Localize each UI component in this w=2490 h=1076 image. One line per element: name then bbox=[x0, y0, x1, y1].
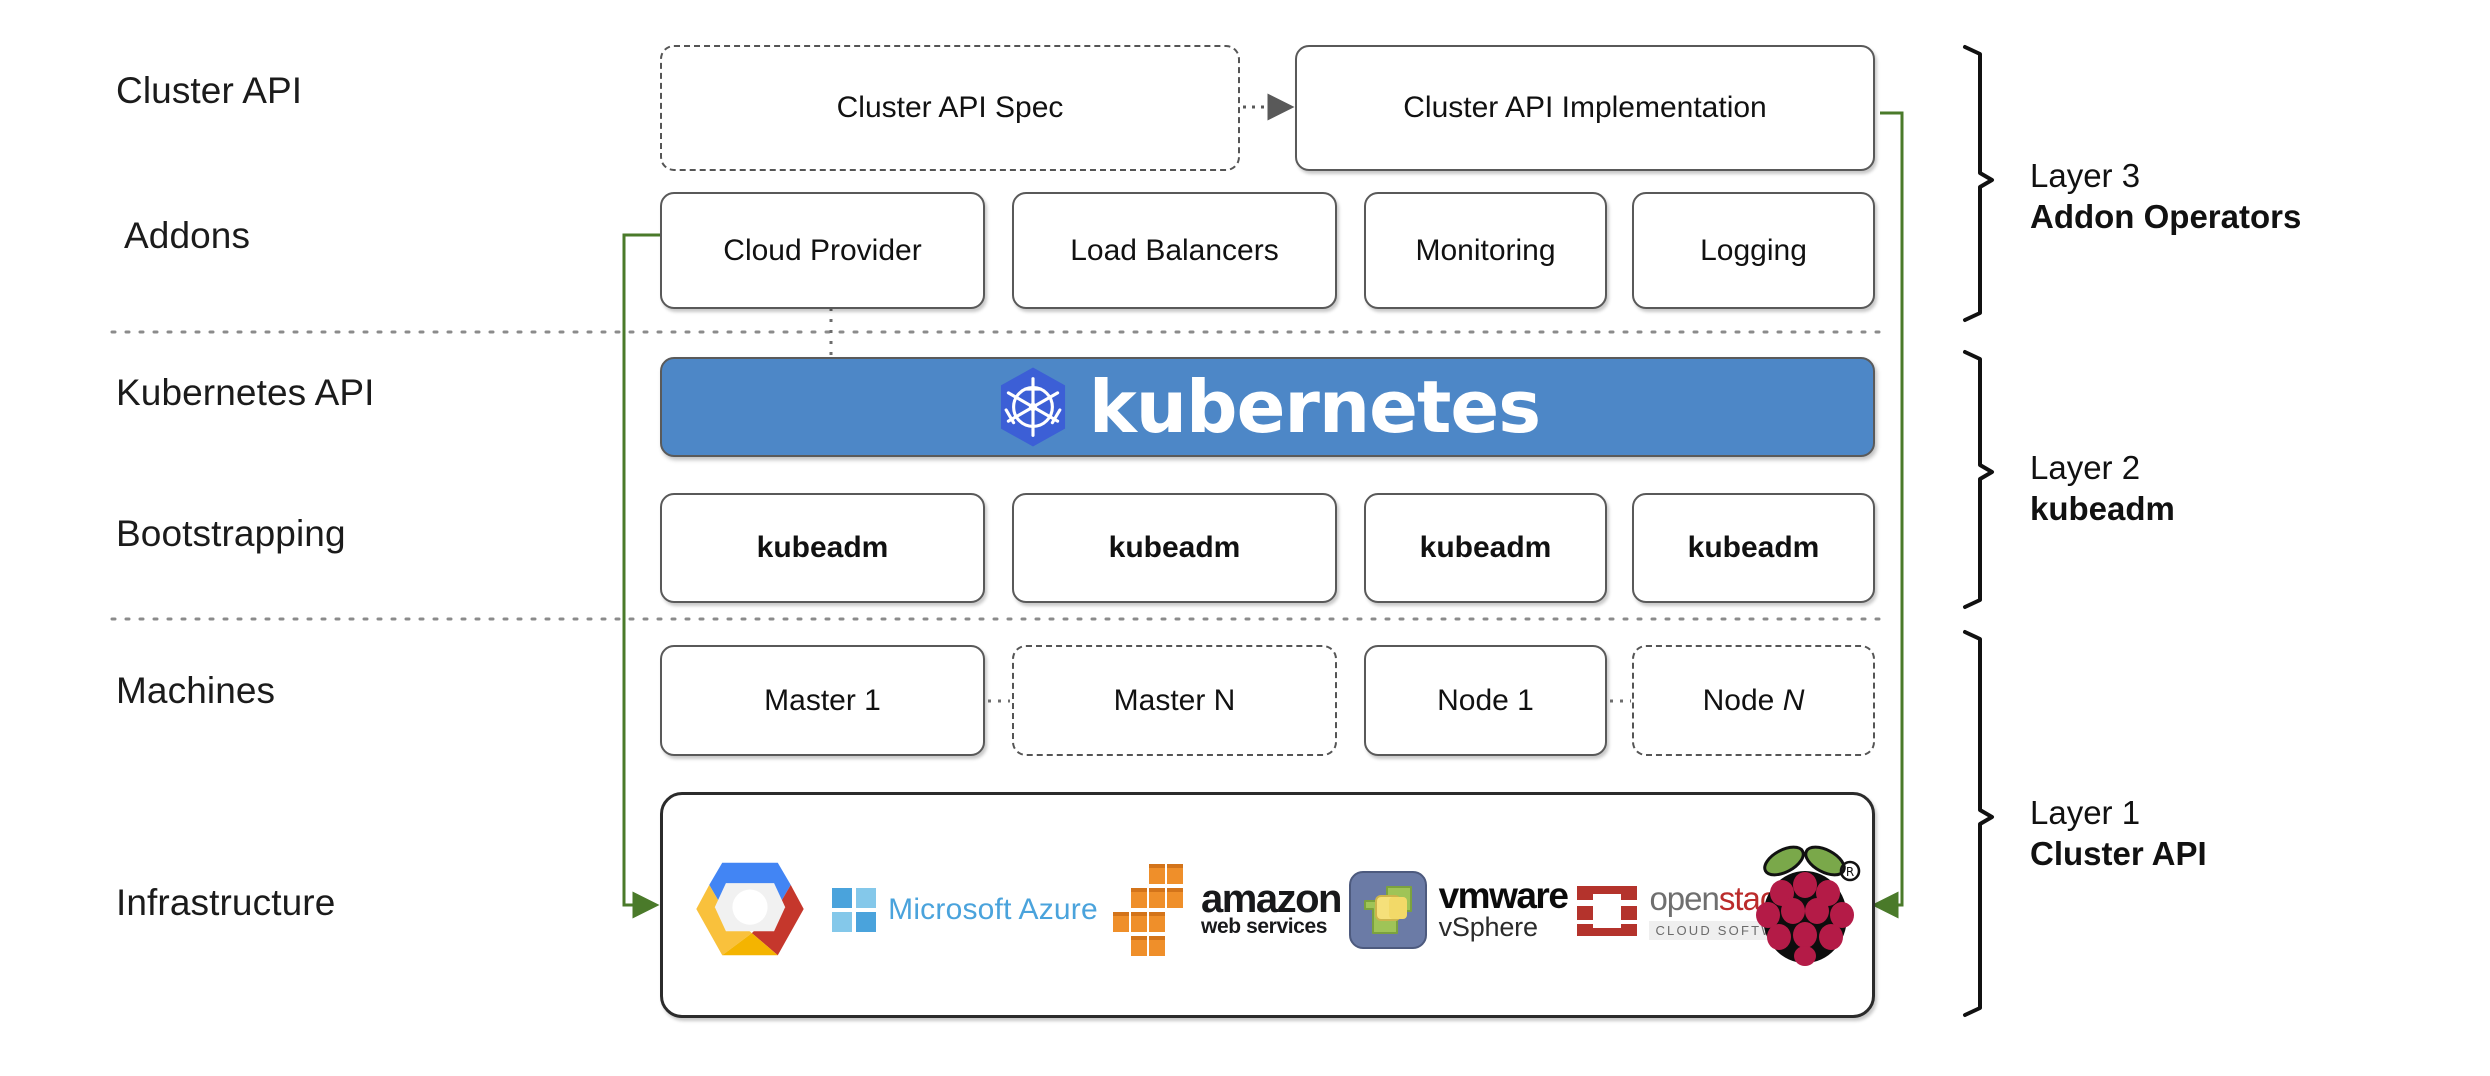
layer-label-3: Layer 3 Addon Operators bbox=[2030, 155, 2301, 237]
node-kubeadm-1[interactable]: kubeadm bbox=[660, 493, 985, 603]
node-label: kubeadm bbox=[1108, 531, 1241, 564]
node-addon-monitoring[interactable]: Monitoring bbox=[1364, 192, 1607, 309]
vsphere-tile-icon bbox=[1348, 871, 1427, 949]
node-label: Cluster API Implementation bbox=[1403, 91, 1767, 124]
layer-name: Addon Operators bbox=[2030, 198, 2302, 235]
aws-sub-wordmark: web services bbox=[1201, 915, 1328, 938]
row-label-cluster-api: Cluster API bbox=[116, 70, 303, 111]
amazon-web-services-icon: amazon web services bbox=[1090, 855, 1360, 965]
google-cloud-platform-icon bbox=[690, 855, 810, 963]
vmware-vsphere-icon: vmware vSphere bbox=[1318, 860, 1598, 960]
node-label: Node N bbox=[1702, 683, 1805, 717]
row-label-bootstrapping: Bootstrapping bbox=[116, 513, 346, 554]
bracket-layer-3 bbox=[1963, 45, 1994, 322]
row-label-machines: Machines bbox=[116, 670, 276, 711]
layer-name: Cluster API bbox=[2030, 835, 2207, 872]
node-master-n[interactable]: Master N bbox=[1012, 645, 1337, 756]
aws-boxes-icon bbox=[1113, 864, 1184, 956]
node-cluster-api-spec[interactable]: Cluster API Spec bbox=[660, 45, 1240, 171]
layer-name: kubeadm bbox=[2030, 490, 2175, 527]
connector-green-left bbox=[622, 233, 660, 919]
node-label: kubeadm bbox=[1687, 531, 1820, 564]
node-kubeadm-4[interactable]: kubeadm bbox=[1632, 493, 1875, 603]
node-label: Master 1 bbox=[764, 683, 881, 717]
node-kubeadm-2[interactable]: kubeadm bbox=[1012, 493, 1337, 603]
kubernetes-banner[interactable]: kubernetes bbox=[660, 357, 1875, 457]
bracket-layer-2 bbox=[1963, 350, 1994, 609]
kubernetes-helm-wheel-icon bbox=[1000, 367, 1065, 447]
node-label: Master N bbox=[1113, 683, 1236, 717]
node-label: Monitoring bbox=[1415, 233, 1556, 267]
node-label: kubeadm bbox=[756, 531, 889, 564]
node-label: Cluster API Spec bbox=[836, 91, 1064, 124]
row-label-kubernetes-api: Kubernetes API bbox=[116, 372, 375, 413]
bracket-layer-1 bbox=[1963, 630, 1994, 1017]
svg-text:R: R bbox=[1846, 865, 1854, 879]
vsphere-sub-wordmark: vSphere bbox=[1438, 912, 1538, 942]
node-label: Logging bbox=[1700, 233, 1807, 267]
layer-label-1: Layer 1 Cluster API bbox=[2030, 792, 2207, 874]
node-label: Load Balancers bbox=[1070, 233, 1279, 267]
node-node-1[interactable]: Node 1 bbox=[1364, 645, 1607, 756]
connector-green-right bbox=[1871, 111, 1904, 919]
node-label: Node 1 bbox=[1437, 683, 1534, 717]
node-node-n[interactable]: Node N bbox=[1632, 645, 1875, 756]
node-addon-cloud-provider[interactable]: Cloud Provider bbox=[660, 192, 985, 309]
vmware-wordmark: vmware bbox=[1438, 875, 1569, 916]
node-master-1[interactable]: Master 1 bbox=[660, 645, 985, 756]
windows-squares-icon bbox=[832, 888, 877, 932]
microsoft-azure-label: Microsoft Azure bbox=[888, 893, 1098, 926]
raspberry-pi-icon: R bbox=[1740, 843, 1870, 968]
layer-number: Layer 3 bbox=[2030, 157, 2141, 194]
layer-number: Layer 1 bbox=[2030, 794, 2141, 831]
node-label: Cloud Provider bbox=[723, 233, 922, 267]
layer-label-2: Layer 2 kubeadm bbox=[2030, 447, 2175, 529]
node-addon-load-balancers[interactable]: Load Balancers bbox=[1012, 192, 1337, 309]
node-kubeadm-3[interactable]: kubeadm bbox=[1364, 493, 1607, 603]
microsoft-azure-icon: Microsoft Azure bbox=[820, 880, 1110, 940]
node-cluster-api-implementation[interactable]: Cluster API Implementation bbox=[1295, 45, 1875, 171]
node-label-italic: N bbox=[1782, 683, 1805, 717]
openstack-brackets-icon bbox=[1577, 886, 1638, 936]
kubernetes-wordmark: kubernetes bbox=[1088, 365, 1541, 449]
node-label: kubeadm bbox=[1419, 531, 1552, 564]
node-addon-logging[interactable]: Logging bbox=[1632, 192, 1875, 309]
layer-number: Layer 2 bbox=[2030, 449, 2141, 486]
amazon-wordmark: amazon bbox=[1201, 877, 1342, 921]
row-label-addons: Addons bbox=[124, 215, 251, 256]
row-label-infrastructure: Infrastructure bbox=[116, 882, 336, 923]
